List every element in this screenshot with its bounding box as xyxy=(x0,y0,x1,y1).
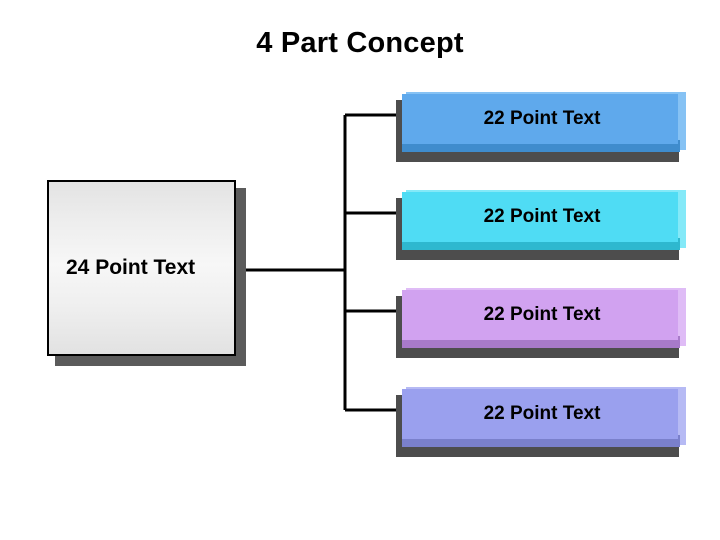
root-node[interactable]: 24 Point Text xyxy=(47,180,246,366)
branch-node-2[interactable]: 22 Point Text xyxy=(396,190,686,260)
branch-node-1-label: 22 Point Text xyxy=(483,108,601,129)
branch-node-4-face[interactable]: 22 Point Text xyxy=(402,389,678,439)
branch-node-2-face[interactable]: 22 Point Text xyxy=(402,192,678,242)
branch-node-4-label: 22 Point Text xyxy=(483,403,601,424)
branch-node-3-face[interactable]: 22 Point Text xyxy=(402,290,678,340)
branch-node-2-label: 22 Point Text xyxy=(483,206,601,227)
root-node-label: 24 Point Text xyxy=(66,256,196,279)
branch-node-3[interactable]: 22 Point Text xyxy=(396,288,686,358)
branch-node-4[interactable]: 22 Point Text xyxy=(396,387,686,457)
page-title: 4 Part Concept xyxy=(256,27,464,59)
branch-node-1-face[interactable]: 22 Point Text xyxy=(402,94,678,144)
branch-node-1[interactable]: 22 Point Text xyxy=(396,92,686,162)
branch-node-3-label: 22 Point Text xyxy=(483,304,601,325)
root-node-body[interactable]: 24 Point Text xyxy=(47,180,236,356)
